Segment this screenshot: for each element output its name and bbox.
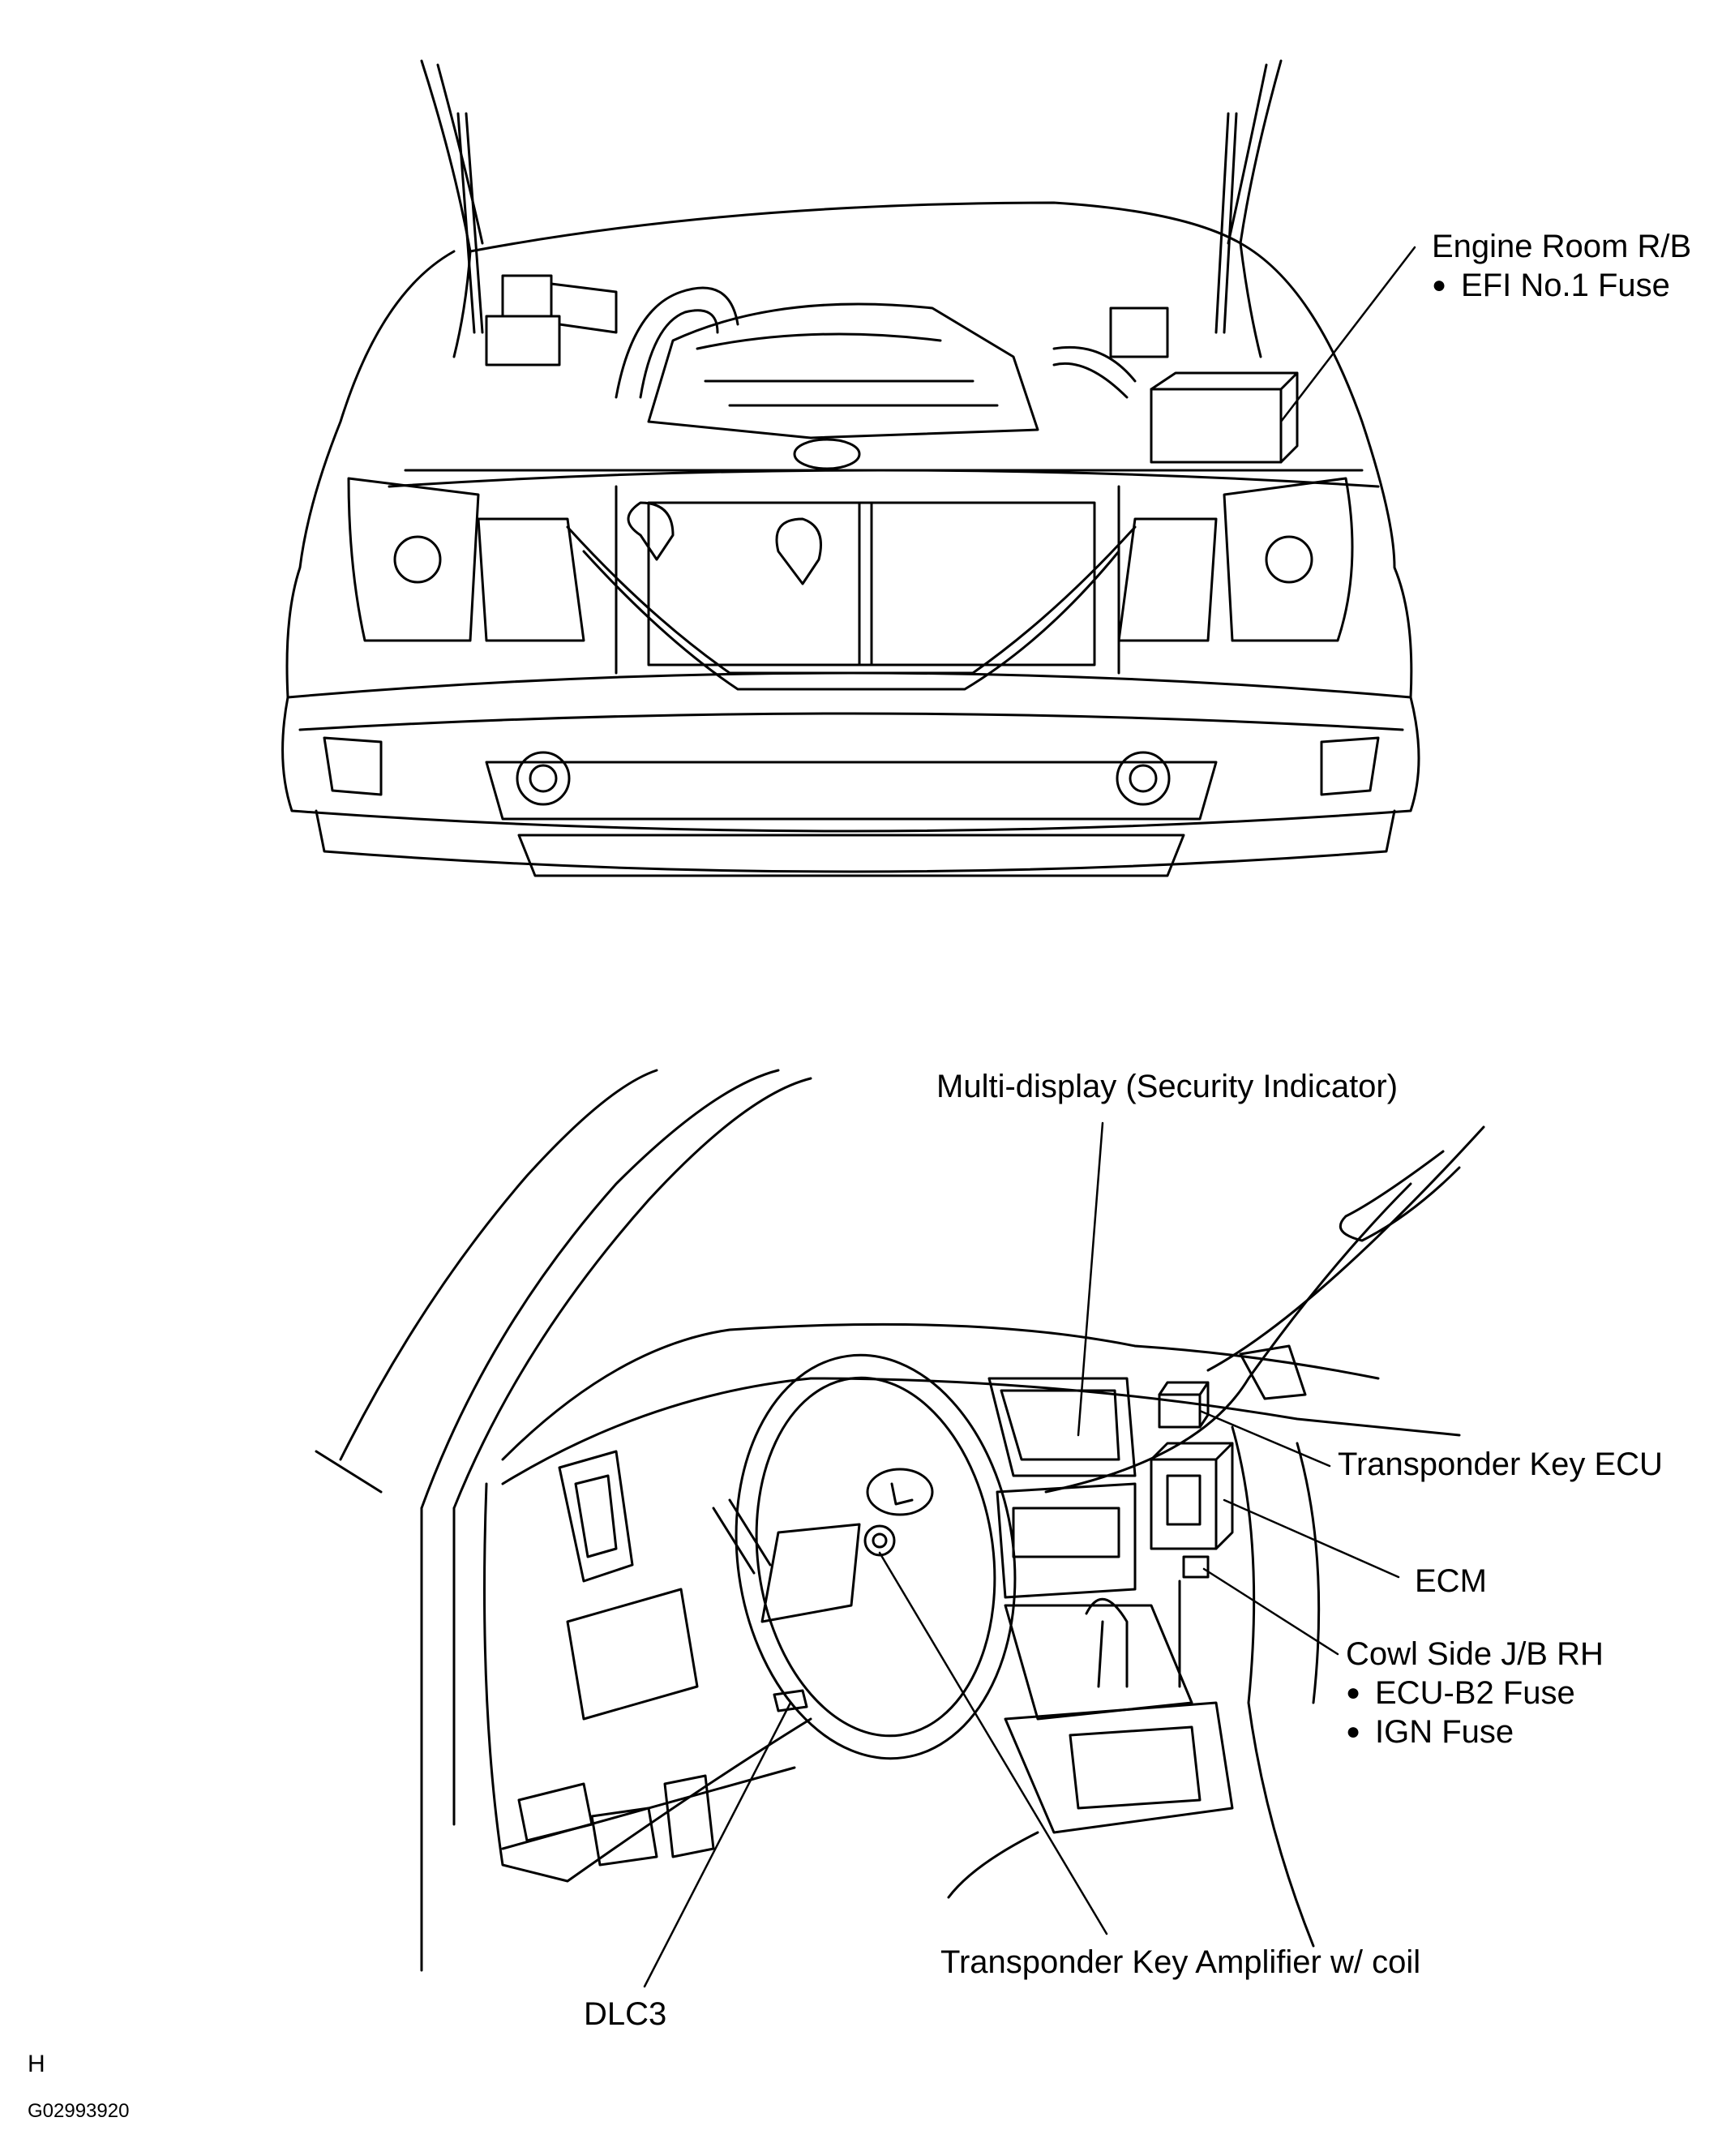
dlc3-connector: [773, 1689, 808, 1712]
engine-room-rb-label: Engine Room R/B EFI No.1 Fuse: [1432, 227, 1691, 305]
leader-ecm: [1223, 1498, 1400, 1579]
cowl-side-jb: [1182, 1555, 1210, 1579]
figure-code: G02993920: [28, 2100, 130, 2122]
efi-no1-fuse-item: EFI No.1 Fuse: [1432, 266, 1691, 305]
footer-letter: H: [28, 2051, 45, 2077]
leader-engine-room: [1279, 246, 1416, 423]
leader-cowl-side: [1202, 1567, 1339, 1656]
multi-display-label: Multi-display (Security Indicator): [936, 1069, 1399, 1104]
dlc3-label: DLC3: [584, 1996, 667, 2032]
leader-transponder-ecu: [1198, 1409, 1331, 1468]
cowl-side-jb-title: Cowl Side J/B RH: [1346, 1636, 1604, 1672]
ecm-label: ECM: [1415, 1563, 1487, 1599]
transponder-key-ecu-label: Transponder Key ECU: [1338, 1447, 1663, 1482]
ecu-b2-fuse-item: ECU-B2 Fuse: [1346, 1674, 1604, 1712]
leader-multi-display: [1077, 1121, 1104, 1437]
ecm-box: [1150, 1458, 1218, 1550]
ign-fuse-item: IGN Fuse: [1346, 1712, 1604, 1751]
engine-room-rb-box: [1150, 388, 1283, 464]
vehicle-front-drawing: [281, 59, 1420, 877]
leader-amplifier: [878, 1551, 1108, 1935]
leader-lines: [643, 246, 1416, 1988]
steering-wheel: [735, 1353, 1017, 1760]
vehicle-interior-drawing: [315, 1069, 1485, 1972]
cowl-side-jb-label: Cowl Side J/B RH ECU-B2 Fuse IGN Fuse: [1346, 1635, 1604, 1751]
transponder-key-amplifier-label: Transponder Key Amplifier w/ coil: [940, 1944, 1421, 1980]
engine-room-rb-title: Engine Room R/B: [1432, 229, 1692, 264]
leader-dlc3: [643, 1701, 792, 1988]
multi-display-screen: [987, 1377, 1137, 1477]
